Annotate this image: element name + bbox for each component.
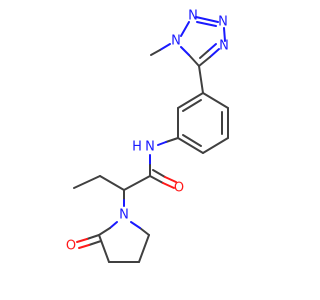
bond-methyl bbox=[150, 49, 161, 56]
bond-ring-c5-n-n bbox=[130, 221, 141, 229]
amide-linkage bbox=[149, 137, 179, 189]
bond-carbonyl-alpha bbox=[123, 175, 151, 191]
benzene-ring bbox=[177, 65, 229, 154]
atom-n-pyrrolidone: N bbox=[119, 208, 129, 223]
bond-ring-c2-c3 bbox=[98, 234, 110, 263]
bond-n3-n4 bbox=[223, 27, 226, 42]
bond-alpha-ch2 bbox=[99, 175, 125, 191]
bond-n-lactamc-c bbox=[98, 227, 111, 236]
pyrrolidone-ring bbox=[76, 221, 150, 263]
bond-tetrazole-phenyl bbox=[198, 65, 204, 94]
bond-carbonyl-o-double-c bbox=[152, 169, 166, 178]
butanamide-chain bbox=[73, 175, 151, 207]
bond-c5-n1-n bbox=[180, 46, 190, 56]
bond-c5-n1-c bbox=[188, 54, 200, 67]
bond-ar-4 bbox=[177, 137, 204, 154]
atom-n-amide: N bbox=[145, 140, 155, 155]
bond-carbonyl-o-c bbox=[149, 175, 164, 184]
bond-lactam-o-c bbox=[86, 234, 100, 240]
atom-o-lactam: O bbox=[66, 239, 76, 254]
bond-ar-1 bbox=[202, 92, 229, 109]
structure-svg: N N N N N H O N O bbox=[66, 9, 229, 263]
atom-n-tetrazole-4: N bbox=[219, 39, 229, 54]
bond-ring-c4-c5 bbox=[138, 234, 150, 263]
atom-n-tetrazole-3: N bbox=[218, 15, 228, 30]
bond-lactam-o-double-o bbox=[78, 244, 90, 249]
bond-n4-c5-n bbox=[209, 48, 220, 58]
bond-n4-c5-double-c bbox=[199, 50, 209, 59]
bond-carbonyl-o-o bbox=[162, 182, 175, 189]
bond-n2-n3 bbox=[195, 16, 219, 23]
atom-labels: N N N N N H O N O bbox=[66, 9, 229, 254]
bond-n-lactamc-n bbox=[109, 221, 118, 229]
bond-ar-6 bbox=[177, 92, 204, 109]
bond-ar-6-double bbox=[182, 99, 202, 112]
bond-n2-n3-double bbox=[196, 21, 217, 27]
bond-ring-c5-n-c bbox=[139, 227, 150, 236]
bond-carbonyl-o-double-o bbox=[164, 176, 177, 183]
tetrazole-ring bbox=[150, 16, 226, 67]
bond-n1-methyl bbox=[159, 43, 171, 51]
bond-aryl-nh-n bbox=[157, 141, 167, 146]
bond-lactam-o-o bbox=[76, 238, 88, 243]
bond-ar-4-double bbox=[182, 134, 202, 147]
molecule-diagram: N N N N N H O N O bbox=[65, 8, 229, 263]
bond-n1-n2 bbox=[180, 21, 190, 37]
atom-n-tetrazole-1: N bbox=[171, 34, 181, 49]
bond-ch2-ch3 bbox=[73, 175, 101, 189]
bond-n4-c5-c bbox=[198, 56, 211, 67]
atom-n-tetrazole-2: N bbox=[188, 9, 198, 24]
bond-lactam-o-double-c bbox=[88, 240, 102, 246]
bond-ar-3 bbox=[202, 137, 229, 154]
atom-o-amide: O bbox=[174, 181, 184, 196]
bond-aryl-nh-c bbox=[165, 137, 179, 143]
bond-n4-c5-double-n bbox=[207, 43, 217, 52]
atom-h-amide: H bbox=[132, 140, 142, 155]
